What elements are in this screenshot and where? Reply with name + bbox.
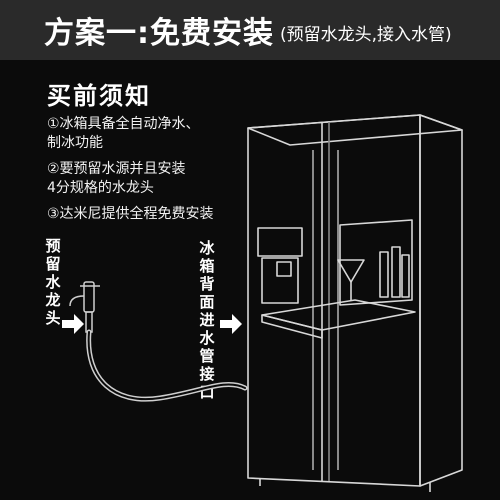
faucet-label-char: 留 — [45, 255, 61, 273]
faucet-label: 预 留 水 龙 头 — [44, 237, 62, 327]
faucet-outlet — [85, 311, 93, 333]
faucet-icon — [69, 281, 100, 333]
note-item-1-line-2: 制冰功能 — [47, 135, 103, 151]
page-subtitle: (预留水龙头,接入水管) — [280, 25, 452, 45]
dispenser-nozzle — [276, 261, 292, 277]
inlet-label-char: 面 — [199, 293, 215, 311]
note-item-1-line-1: ①冰箱具备全自动净水、 — [47, 116, 200, 132]
arrow-right-icon — [220, 314, 242, 334]
bottle-2 — [391, 246, 401, 298]
note-item-2-line-2: 4分规格的水龙头 — [47, 180, 154, 196]
fridge-side — [419, 114, 463, 487]
bottle-1 — [379, 251, 389, 298]
inlet-label-char: 冰 — [199, 239, 215, 257]
bottle-3 — [401, 254, 410, 298]
inlet-label-char: 背 — [199, 275, 215, 293]
faucet-label-char: 水 — [45, 273, 61, 291]
tray-edge — [261, 314, 323, 339]
faucet-label-char: 龙 — [45, 291, 61, 309]
faucet-spout — [69, 295, 85, 307]
note-item-3: ③达米尼提供全程免费安装 — [47, 205, 214, 224]
faucet-label-char: 预 — [45, 237, 61, 255]
note-item-2-line-1: ②要预留水源并且安装 — [47, 161, 186, 177]
cocktail-glass — [337, 259, 365, 283]
header-bar: 方案一:免费安装 (预留水龙头,接入水管) — [0, 0, 500, 60]
inlet-label-char: 水 — [199, 329, 215, 347]
notes-title: 买前须知 — [47, 82, 151, 110]
inlet-label-char: 接 — [199, 365, 215, 383]
fridge-front — [247, 114, 421, 487]
arrow-right-icon — [62, 314, 84, 334]
dispenser-panel — [257, 227, 303, 257]
dispenser-recess — [261, 257, 299, 304]
page-title: 方案一:免费安装 — [44, 16, 274, 51]
note-item-1: ①冰箱具备全自动净水、 制冰功能 — [47, 115, 200, 153]
inlet-label-char: 箱 — [199, 257, 215, 275]
faucet-label-char: 头 — [45, 309, 61, 327]
inlet-label-char: 管 — [199, 347, 215, 365]
inlet-label-char: 进 — [199, 311, 215, 329]
display-shelf — [339, 219, 413, 306]
note-item-2: ②要预留水源并且安装 4分规格的水龙头 — [47, 160, 186, 198]
note-item-3-line-1: ③达米尼提供全程免费安装 — [47, 206, 214, 222]
fridge-illustration — [247, 114, 463, 492]
